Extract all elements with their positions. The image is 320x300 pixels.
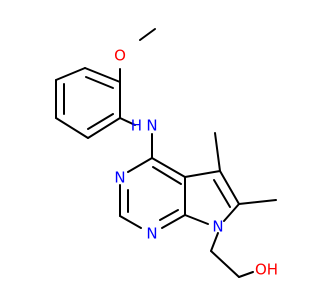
bond-aryl-4 bbox=[55, 117, 89, 139]
pyrimidine-n1-label: N bbox=[146, 225, 157, 243]
bond-C6-methyl bbox=[238, 199, 277, 205]
molecule-drawing: O N H N N N OH bbox=[55, 28, 278, 279]
bond-C5-C6-inner bbox=[213, 179, 231, 208]
bond-N1-C7a-inner bbox=[159, 209, 179, 221]
bond-aryl-1 bbox=[84, 67, 121, 83]
bond-methyl-O bbox=[139, 28, 156, 41]
structure-canvas: O N H N N N OH bbox=[55, 28, 279, 279]
hydroxyl-label: OH bbox=[255, 261, 278, 279]
bond-C4-C4a bbox=[151, 157, 186, 178]
bond-aryl-5-inner bbox=[87, 113, 114, 130]
bond-N7-C7a bbox=[184, 214, 209, 225]
bond-N7-CH2 bbox=[210, 232, 219, 252]
pyrrole-n7-label: N bbox=[212, 218, 223, 236]
amine-hydrogen-label: H bbox=[131, 117, 142, 135]
bond-aryl-5 bbox=[87, 117, 121, 139]
bond-N1-C7a bbox=[161, 214, 186, 229]
bond-C6-N7 bbox=[223, 203, 240, 222]
amine-nitrogen-label: N bbox=[146, 117, 157, 135]
bond-C2-N1 bbox=[119, 215, 142, 229]
bond-C4-C4a-inner bbox=[152, 166, 182, 185]
bond-aryl-2 bbox=[55, 67, 86, 81]
bond-CH2-OH bbox=[238, 271, 254, 278]
bond-aryl-1-inner bbox=[85, 76, 114, 89]
bond-CH2-CH2 bbox=[210, 250, 240, 278]
methoxy-oxygen-label: O bbox=[114, 47, 126, 65]
bond-aryl-NH bbox=[119, 117, 136, 126]
bond-C5-C6 bbox=[219, 170, 240, 205]
bond-C4-N3 bbox=[127, 157, 153, 173]
bond-C5-methyl bbox=[214, 132, 221, 172]
pyrimidine-n3-label: N bbox=[114, 169, 125, 187]
bond-C4a-C5 bbox=[184, 170, 221, 178]
